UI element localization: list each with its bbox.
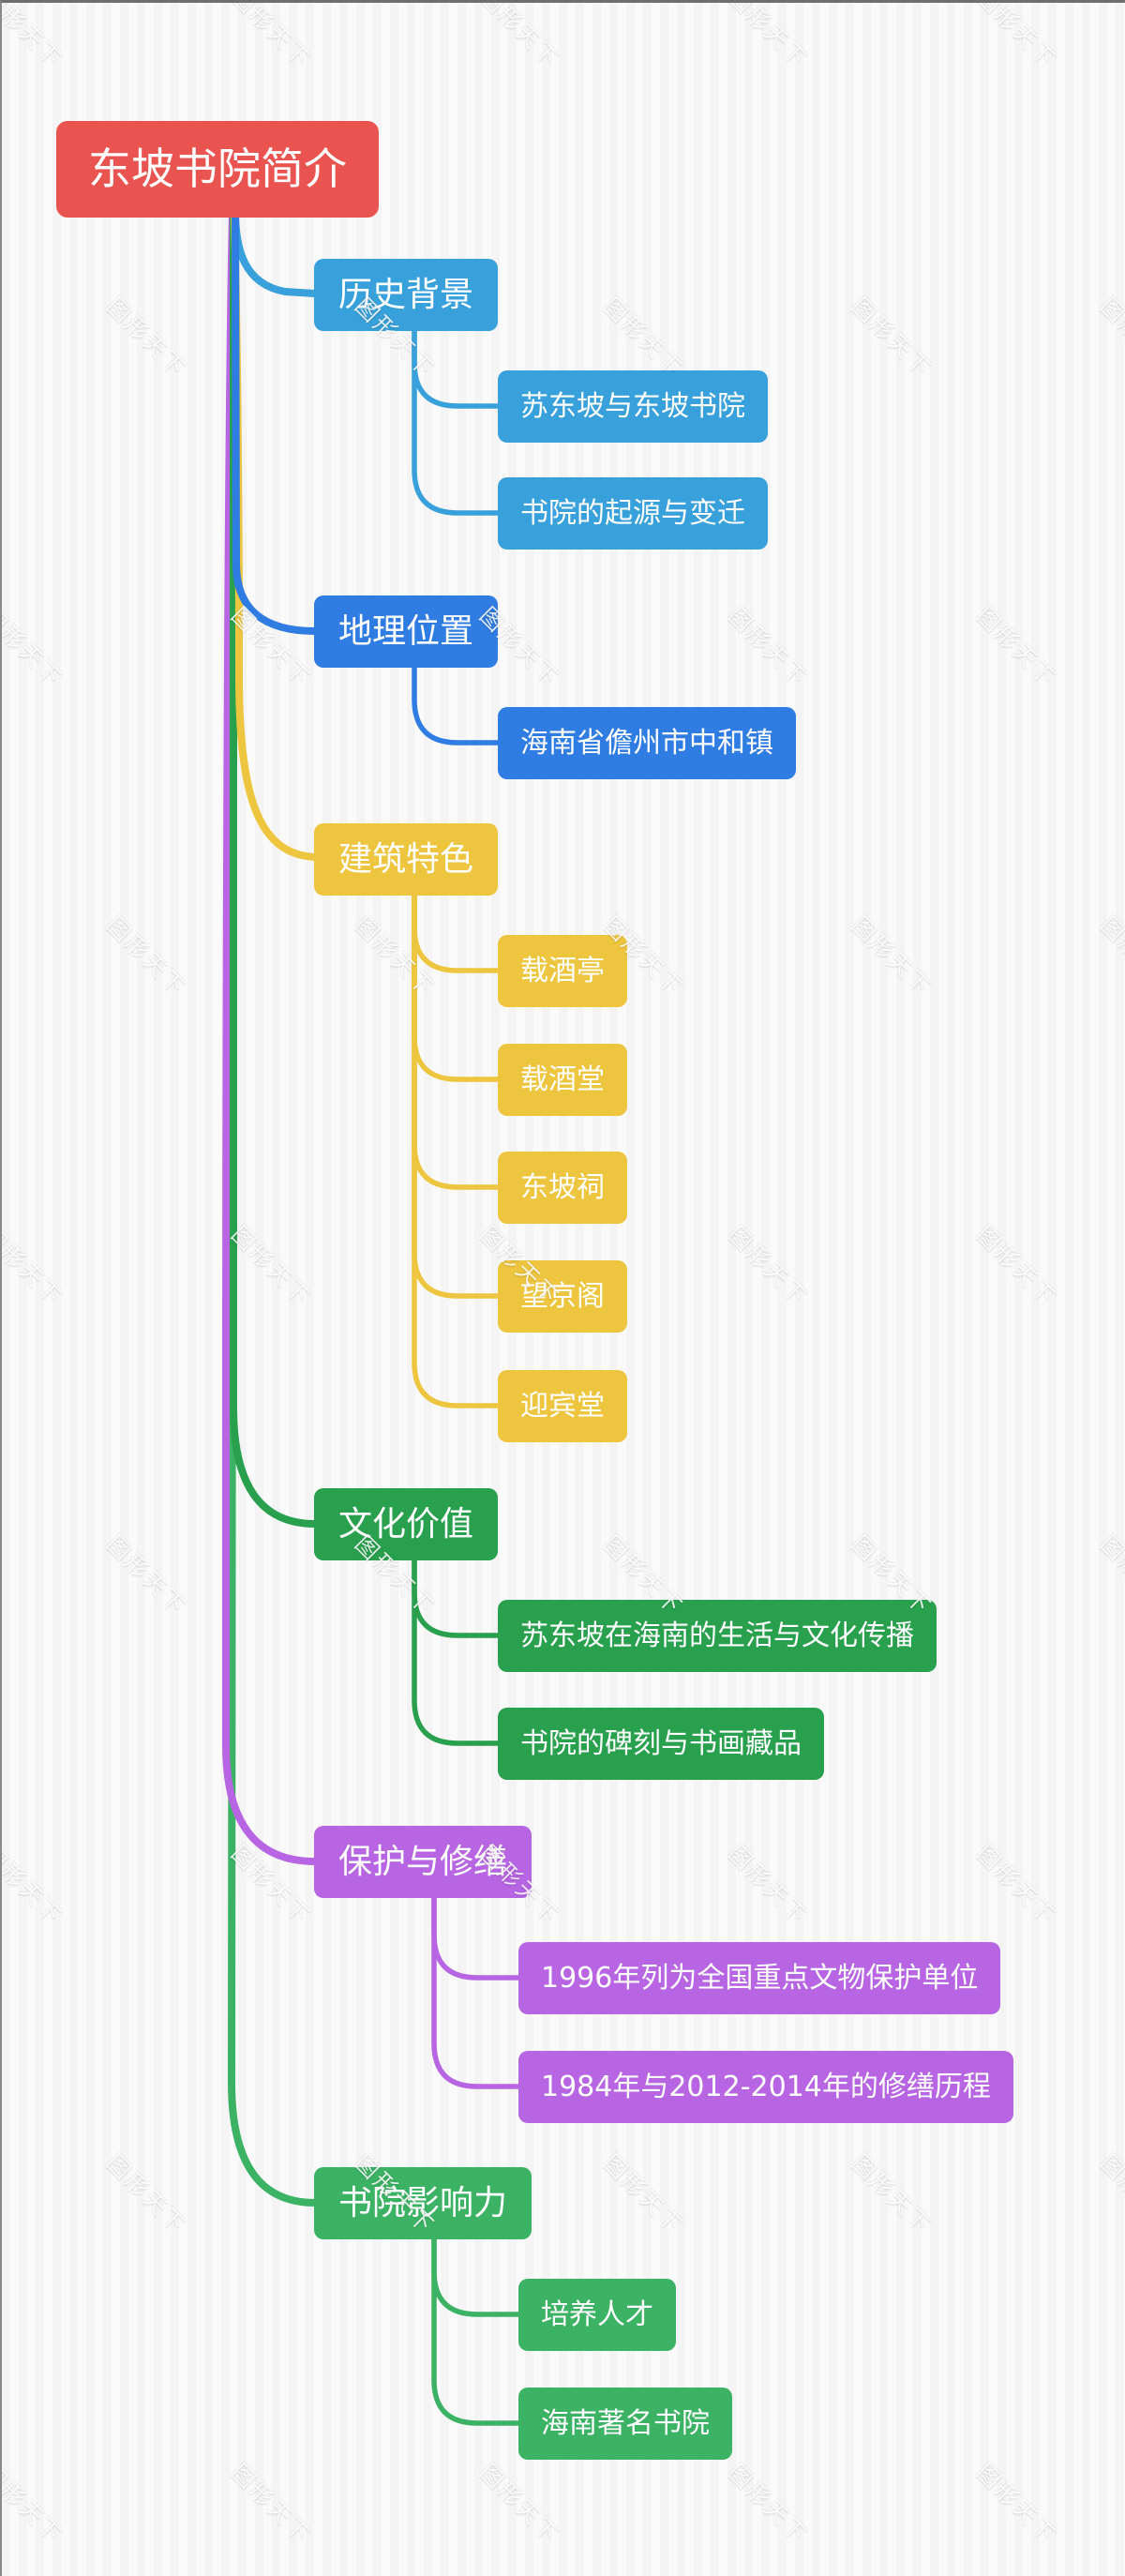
branch-culture[interactable]: 文化价值 (314, 1488, 499, 1561)
limb-location-0 (412, 661, 502, 746)
limb-architecture-1 (412, 889, 502, 1082)
limb-architecture-2 (412, 889, 502, 1190)
child-architecture-3[interactable]: 望京阁 (498, 1260, 627, 1333)
child-culture-1[interactable]: 书院的碑刻与书画藏品 (498, 1708, 824, 1780)
trunk-history (232, 207, 319, 297)
child-architecture-1[interactable]: 载酒堂 (498, 1044, 627, 1116)
limb-influence-1 (431, 2233, 523, 2426)
branch-architecture[interactable]: 建筑特色 (314, 823, 499, 896)
branch-location[interactable]: 地理位置 (314, 595, 499, 669)
root-node[interactable]: 东坡书院简介 (56, 121, 379, 218)
limb-history-0 (412, 324, 502, 409)
limb-culture-1 (412, 1554, 502, 1746)
child-history-0[interactable]: 苏东坡与东坡书院 (498, 370, 768, 443)
limb-preservation-0 (431, 1891, 523, 1981)
child-architecture-0[interactable]: 载酒亭 (498, 935, 627, 1007)
child-influence-1[interactable]: 海南著名书院 (518, 2388, 732, 2460)
trunk-location (232, 207, 319, 635)
limb-architecture-4 (412, 889, 502, 1409)
child-location-0[interactable]: 海南省儋州市中和镇 (498, 707, 796, 779)
child-influence-0[interactable]: 培养人才 (518, 2279, 676, 2351)
child-architecture-2[interactable]: 东坡祠 (498, 1152, 627, 1224)
branch-influence[interactable]: 书院影响力 (314, 2167, 532, 2240)
limb-preservation-1 (431, 1891, 523, 2089)
trunk-influence (227, 207, 319, 2207)
limb-history-1 (412, 324, 502, 516)
branch-history[interactable]: 历史背景 (314, 259, 499, 332)
limb-influence-0 (431, 2233, 523, 2317)
limb-architecture-3 (412, 889, 502, 1299)
child-culture-0[interactable]: 苏东坡在海南的生活与文化传播 (498, 1600, 937, 1672)
trunk-culture (230, 207, 319, 1528)
child-architecture-4[interactable]: 迎宾堂 (498, 1370, 627, 1442)
child-history-1[interactable]: 书院的起源与变迁 (498, 477, 768, 550)
limb-culture-0 (412, 1554, 502, 1638)
child-preservation-0[interactable]: 1996年列为全国重点文物保护单位 (518, 1942, 1001, 2014)
branch-preservation[interactable]: 保护与修缮 (314, 1826, 532, 1899)
trunk-architecture (231, 207, 319, 861)
limb-architecture-0 (412, 889, 502, 973)
child-preservation-1[interactable]: 1984年与2012-2014年的修缮历程 (518, 2051, 1013, 2123)
trunk-preservation (222, 207, 319, 1865)
connector-layer (222, 207, 523, 2426)
